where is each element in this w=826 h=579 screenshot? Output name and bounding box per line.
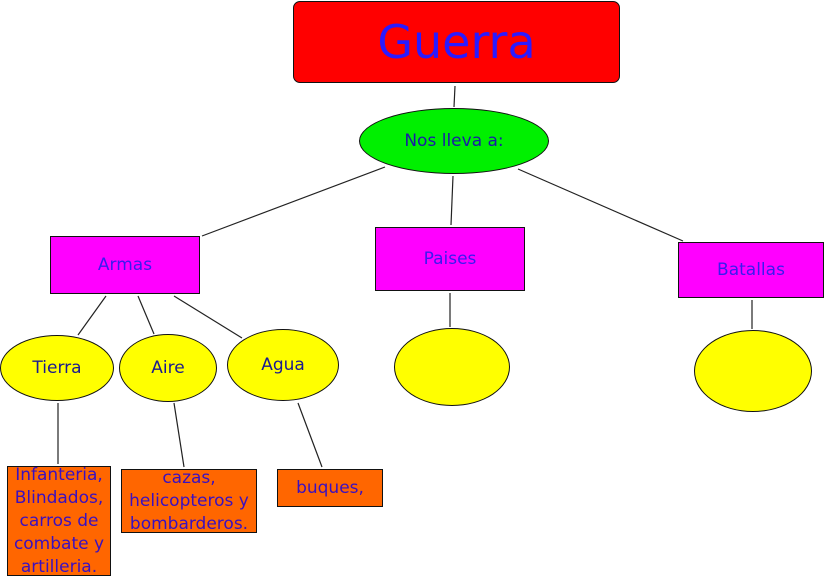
category-batallas: Batallas — [678, 242, 824, 298]
category-armas-label: Armas — [97, 255, 153, 275]
line-armas-agua — [173, 295, 243, 339]
type-aire: Aire — [119, 334, 217, 402]
category-paises-label: Paises — [423, 249, 477, 269]
type-agua-label: Agua — [261, 355, 305, 375]
line-guerra-nos — [453, 85, 456, 108]
empty-node-paises — [394, 328, 510, 406]
title-text: Guerra — [377, 15, 536, 69]
type-tierra: Tierra — [0, 335, 114, 401]
category-batallas-label: Batallas — [717, 260, 785, 280]
line-armas-tierra — [77, 295, 107, 336]
example-aire-text: cazas, helicopteros y bombarderos. — [129, 467, 249, 534]
example-aire: cazas, helicopteros y bombarderos. — [121, 467, 257, 534]
line-aire-example — [173, 402, 185, 468]
type-agua: Agua — [227, 329, 339, 401]
connector-text: Nos lleva a: — [404, 131, 504, 151]
connector-node: Nos lleva a: — [359, 108, 549, 174]
category-paises: Paises — [375, 227, 525, 291]
line-nos-batallas — [517, 168, 684, 242]
example-tierra-text: Infanteria, Blindados, carros de combate… — [13, 464, 105, 577]
example-tierra: Infanteria, Blindados, carros de combate… — [7, 464, 111, 577]
example-agua: buques, — [277, 469, 383, 507]
title-node: Guerra — [293, 1, 620, 83]
category-armas: Armas — [50, 236, 200, 294]
line-agua-example — [297, 402, 323, 468]
line-nos-paises — [450, 175, 454, 226]
example-agua-text: buques, — [296, 477, 364, 498]
type-tierra-label: Tierra — [32, 358, 82, 378]
line-nos-armas — [201, 166, 386, 237]
line-armas-aire — [137, 295, 155, 335]
type-aire-label: Aire — [151, 358, 185, 378]
empty-node-batallas — [694, 330, 812, 412]
